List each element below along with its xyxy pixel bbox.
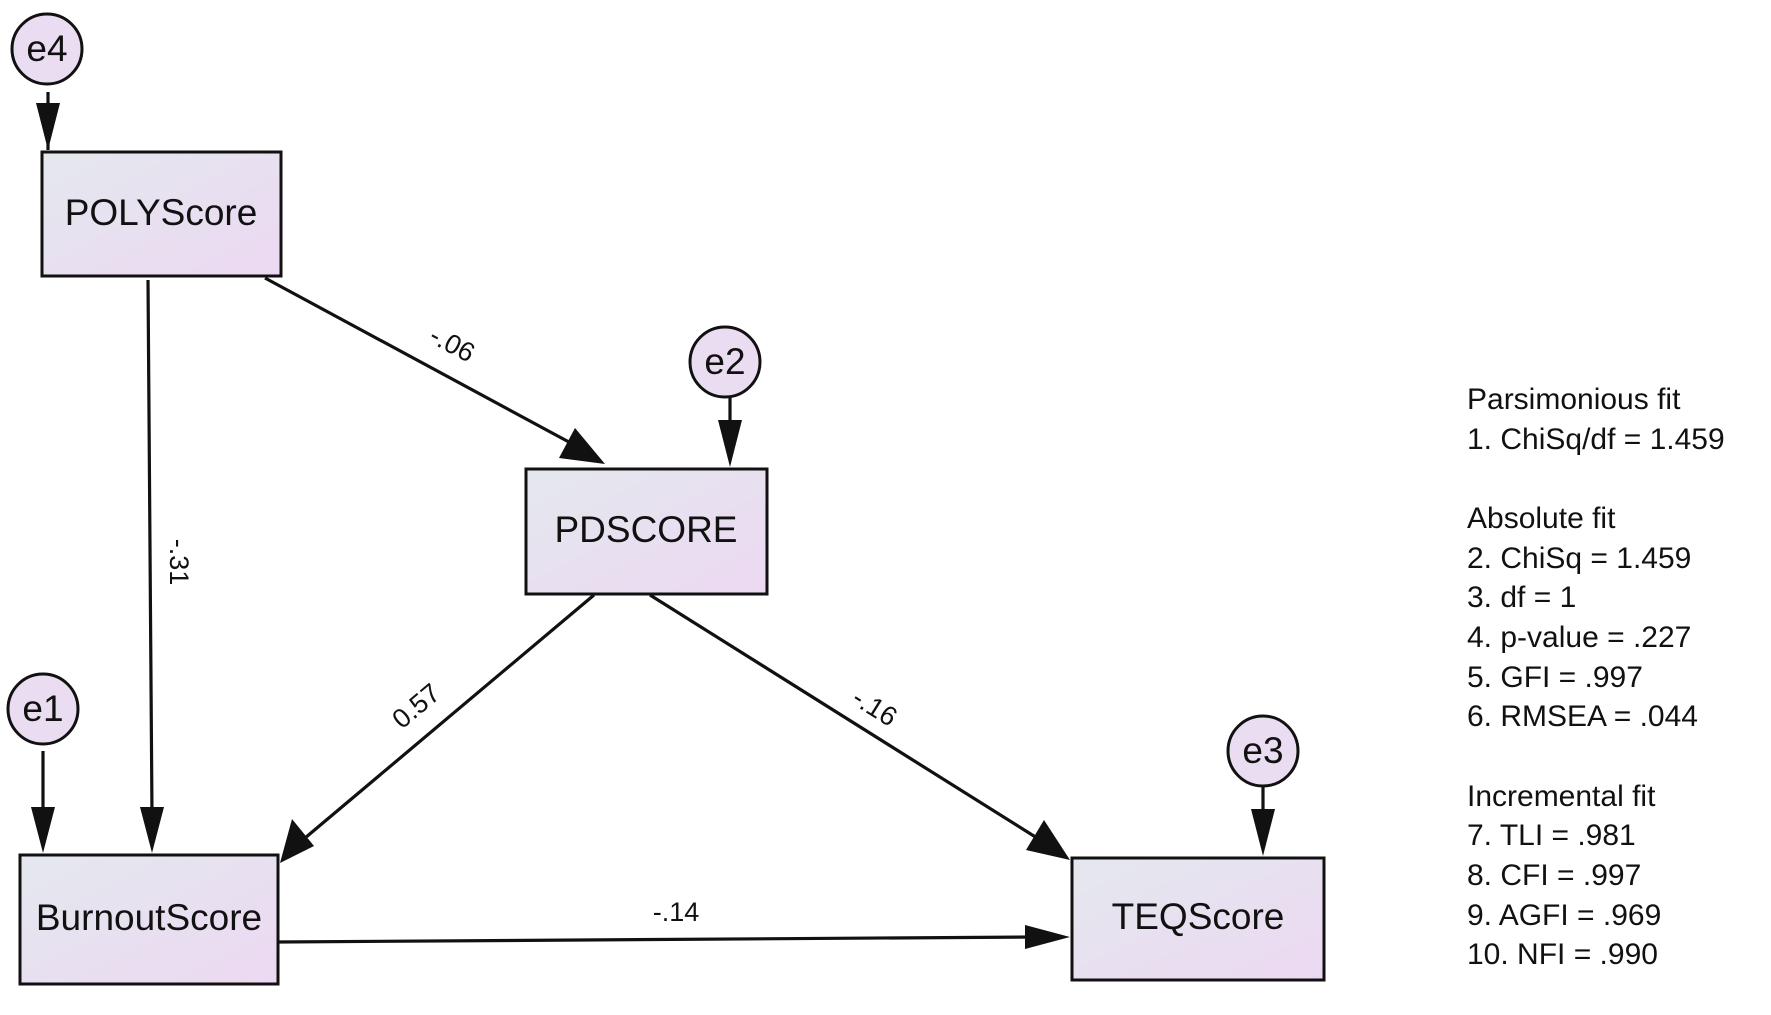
node-pdscore: PDSCORE: [524, 467, 769, 596]
arrowhead-pdscore-burnoutscore: [280, 819, 314, 863]
fit-item-agfi: 9. AGFI = .969: [1467, 898, 1662, 932]
fit-group-incremental: Incremental fit 7. TLI = .981 8. CFI = .…: [1467, 777, 1767, 975]
fit-item-chisq: 2. ChiSq = 1.459: [1467, 541, 1692, 575]
fit-group-absolute: Absolute fit 2. ChiSq = 1.459 3. df = 1 …: [1467, 499, 1767, 737]
node-burnoutscore-box: [18, 853, 280, 986]
arrowhead-polyscore-burnoutscore: [140, 807, 164, 853]
fit-item-gfi: 5. GFI = .997: [1467, 660, 1643, 694]
error-e2-label: e2: [704, 341, 745, 382]
fit-item-nfi: 10. NFI = .990: [1467, 938, 1658, 972]
fit-group-parsimonious: Parsimonious fit 1. ChiSq/df = 1.459: [1467, 380, 1767, 459]
fit-indices-panel: Parsimonious fit 1. ChiSq/df = 1.459 Abs…: [1467, 380, 1767, 1015]
node-burnoutscore: BurnoutScore: [18, 853, 280, 986]
error-e3: e3: [1226, 714, 1300, 788]
node-teqscore-label: TEQScore: [1112, 896, 1285, 937]
fit-item-cfi: 8. CFI = .997: [1467, 858, 1642, 892]
node-pdscore-label: PDSCORE: [555, 509, 738, 550]
node-burnoutscore-label: BurnoutScore: [36, 897, 262, 938]
arrowhead-polyscore-pdscore: [559, 428, 605, 464]
error-e1: e1: [6, 672, 80, 746]
error-e1-label: e1: [22, 688, 63, 729]
arrowhead-burnoutscore-teqscore: [1025, 925, 1070, 949]
error-e1-circle: [6, 672, 80, 746]
node-teqscore-box: [1070, 856, 1326, 982]
coef-polyscore-burnoutscore: -.31: [164, 539, 194, 586]
edge-polyscore-to-pdscore: [264, 276, 581, 450]
coef-polyscore-pdscore: -.06: [425, 320, 480, 368]
error-e2: e2: [688, 325, 762, 399]
fit-item-tli: 7. TLI = .981: [1467, 819, 1636, 853]
error-e3-label: e3: [1242, 730, 1283, 771]
node-pdscore-box: [524, 467, 769, 596]
fit-item-rmsea: 6. RMSEA = .044: [1467, 700, 1698, 734]
arrowhead-pdscore-teqscore: [1026, 820, 1070, 860]
edge-polyscore-to-burnoutscore: [146, 279, 154, 816]
fit-item-p-value: 4. p-value = .227: [1467, 620, 1692, 654]
error-e4-label: e4: [26, 28, 67, 69]
edge-burnoutscore-to-teqscore: [277, 935, 1036, 944]
error-e4-circle: [10, 12, 84, 86]
fit-item-chisq-df: 1. ChiSq/df = 1.459: [1467, 422, 1725, 456]
fit-heading-absolute: Absolute fit: [1467, 502, 1616, 536]
node-polyscore-label: POLYScore: [65, 192, 258, 233]
node-teqscore: TEQScore: [1070, 856, 1326, 982]
node-polyscore-box: [40, 150, 283, 278]
path-diagram: POLYScore PDSCORE BurnoutScore TEQScore …: [6, 12, 1326, 986]
arrowhead-e2-pdscore: [718, 420, 742, 467]
arrowhead-e4-polyscore: [36, 103, 60, 150]
coef-burnoutscore-teqscore: -.14: [653, 897, 700, 927]
fit-heading-incremental: Incremental fit: [1467, 779, 1656, 813]
arrowhead-e3-teqscore: [1251, 809, 1275, 856]
error-e3-circle: [1226, 714, 1300, 788]
edge-pdscore-to-burnoutscore: [303, 593, 596, 840]
edge-pdscore-to-teqscore: [649, 593, 1046, 845]
arrowhead-e1-burnoutscore: [31, 807, 55, 853]
node-polyscore: POLYScore: [40, 150, 283, 278]
error-e4: e4: [10, 12, 84, 86]
error-e2-circle: [688, 325, 762, 399]
fit-heading-parsimonious: Parsimonious fit: [1467, 383, 1681, 416]
fit-item-df: 3. df = 1: [1467, 581, 1577, 615]
